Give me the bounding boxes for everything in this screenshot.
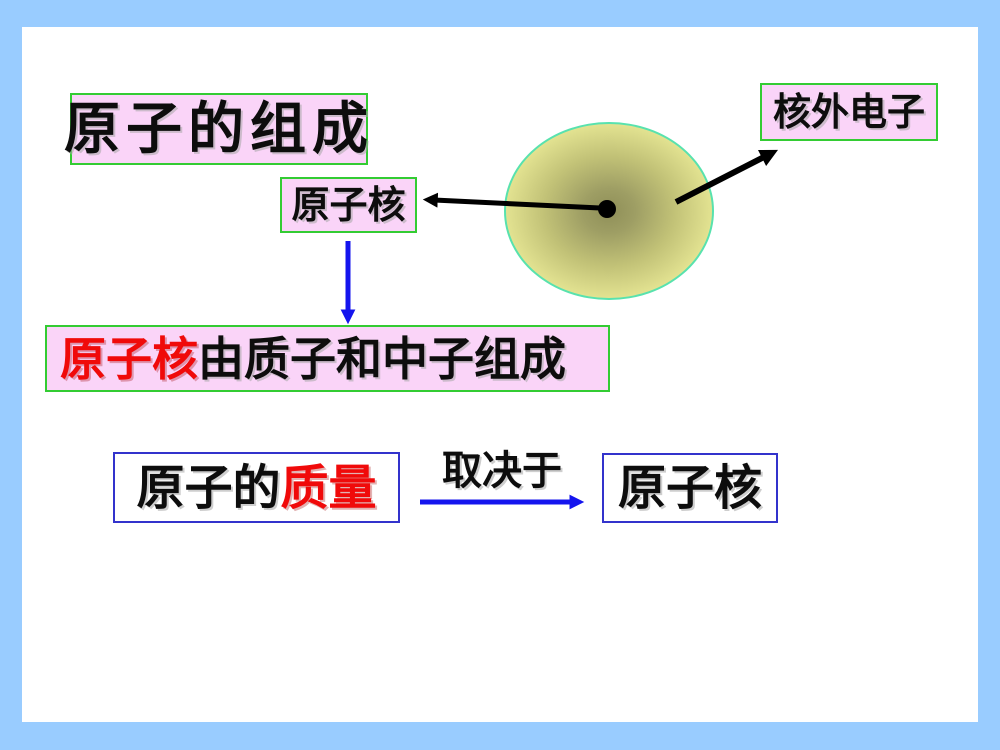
depends-label: 取决于: [442, 447, 562, 494]
composition-subject: 原子核: [60, 331, 198, 386]
slide-surface: 原子的组成 核外电子 原子核 原子核由质子和中子组成 原子的质量 取决于 原子核: [22, 27, 978, 722]
nucleus-result-label: 原子核: [617, 460, 762, 516]
nucleus-label: 原子核: [291, 182, 406, 227]
mass-label-red: 质量: [280, 459, 377, 516]
nucleus-result-box: 原子核: [602, 453, 778, 523]
nucleus-dot: [598, 200, 616, 218]
page-title: 原子的组成: [64, 96, 374, 162]
title-box: 原子的组成: [64, 93, 368, 165]
electron-label: 核外电子: [772, 89, 925, 134]
mass-label-black: 原子的: [136, 459, 281, 516]
nucleus-label-box: 原子核: [280, 177, 417, 233]
electron-label-box: 核外电子: [760, 83, 938, 141]
depends-label-wrap: 取决于: [432, 449, 572, 493]
composition-text: 由质子和中子组成: [198, 331, 566, 386]
composition-box: 原子核由质子和中子组成: [45, 325, 610, 392]
mass-box: 原子的质量: [113, 452, 400, 523]
